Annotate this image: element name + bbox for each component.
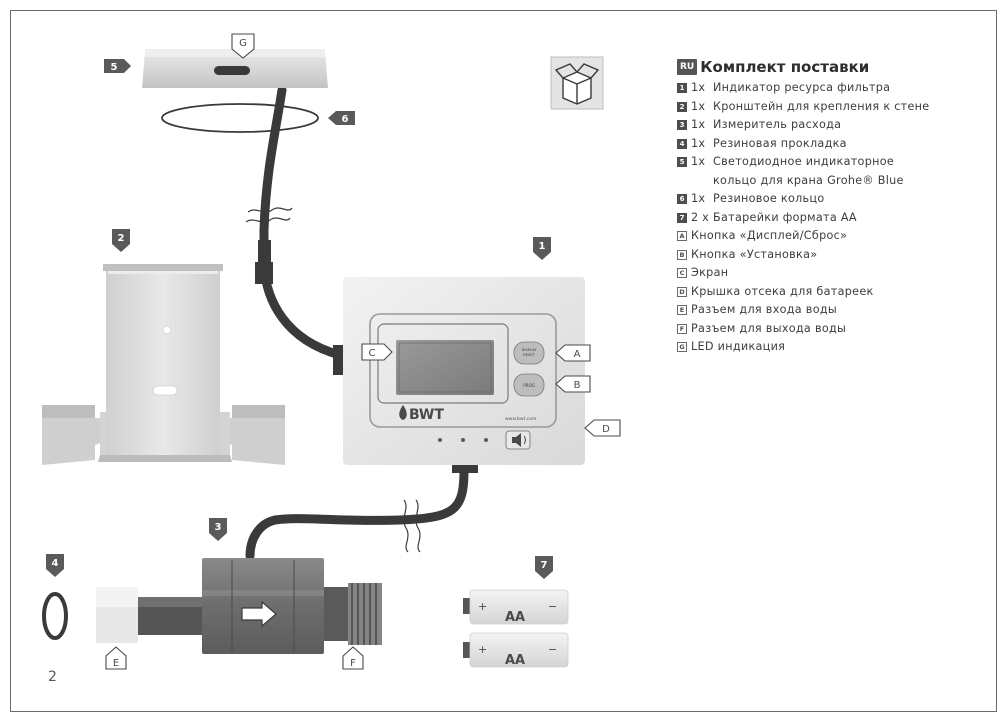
svg-text:3: 3 — [215, 522, 222, 533]
svg-text:AA: AA — [505, 610, 525, 625]
led-ring-part — [142, 49, 328, 88]
svg-text:B: B — [574, 380, 581, 391]
cable-lower — [245, 463, 478, 561]
svg-text:E: E — [113, 658, 119, 669]
legend-item-b: B Кнопка «Установка» — [677, 246, 977, 265]
svg-text:+: + — [478, 600, 487, 613]
page-frame — [10, 10, 997, 712]
package-box-icon — [550, 56, 604, 110]
prog-button — [513, 373, 545, 397]
legend-item-e: E Разъем для входа воды — [677, 301, 977, 320]
bwt-logo: BWT — [399, 405, 444, 423]
svg-text:BWT: BWT — [409, 407, 444, 423]
callout-b: B — [555, 375, 591, 393]
svg-text:7: 7 — [541, 560, 548, 571]
flow-arrow-icon — [241, 600, 277, 628]
legend-header: RU Комплект поставки — [677, 55, 977, 79]
svg-text:5: 5 — [111, 62, 118, 73]
threaded-outlet — [348, 583, 382, 645]
svg-text:RESET: RESET — [523, 353, 535, 357]
callout-2: 2 — [112, 229, 130, 252]
legend-item-2: 2 1x Кронштейн для крепления к стене — [677, 98, 977, 117]
svg-text:−: − — [548, 600, 557, 613]
svg-text:AA: AA — [505, 653, 525, 668]
svg-text:G: G — [239, 38, 247, 49]
callout-6: 6 — [328, 111, 355, 125]
svg-text:2: 2 — [118, 233, 125, 244]
callout-f: F — [342, 646, 364, 670]
rubber-ring-part — [161, 103, 319, 133]
svg-text:1: 1 — [539, 241, 546, 252]
legend-item-4: 4 1x Резиновая прокладка — [677, 135, 977, 154]
rubber-gasket-part — [42, 592, 68, 640]
legend-item-1: 1 1x Индикатор ресурса фильтра — [677, 79, 977, 98]
language-badge: RU — [677, 59, 698, 75]
legend-item-3: 3 1x Измеритель расхода — [677, 116, 977, 135]
legend-item-a: A Кнопка «Дисплей/Сброс» — [677, 227, 977, 246]
svg-text:−: − — [548, 643, 557, 656]
filter-indicator-device: DISPLAY RESET PROG BWT www.bwt.com — [343, 277, 585, 465]
svg-text:C: C — [369, 348, 376, 359]
callout-c: C — [361, 343, 393, 361]
delivery-contents-legend: RU Комплект поставки 1 1x Индикатор ресу… — [677, 55, 977, 357]
callout-a: A — [555, 344, 591, 362]
page-number: 2 — [48, 669, 57, 685]
legend-item-5: 5 1x Светодиодное индикаторное — [677, 153, 977, 172]
callout-g: G — [231, 33, 255, 59]
legend-item-5-continued: кольцо для крана Grohe® Blue — [713, 173, 904, 187]
display-reset-button — [513, 341, 545, 365]
flow-meter-part — [96, 558, 382, 654]
callout-1: 1 — [533, 237, 551, 260]
legend-item-6: 6 1x Резиновое кольцо — [677, 190, 977, 209]
callout-5: 5 — [104, 59, 131, 73]
legend-item-g: G LED индикация — [677, 338, 977, 357]
svg-text:PROG: PROG — [523, 383, 534, 388]
callout-e: E — [105, 646, 127, 670]
speaker-icon — [512, 433, 521, 447]
cable-upper — [245, 85, 347, 375]
svg-text:4: 4 — [52, 558, 59, 569]
svg-text:6: 6 — [342, 114, 349, 125]
callout-d: D — [584, 419, 621, 437]
svg-text:A: A — [574, 349, 581, 360]
legend-item-d: D Крышка отсека для батареек — [677, 283, 977, 302]
legend-title: Комплект поставки — [700, 58, 870, 76]
callout-4: 4 — [46, 554, 64, 577]
svg-text:D: D — [602, 424, 610, 435]
callout-3: 3 — [209, 518, 227, 541]
legend-item-7: 7 2 x Батарейки формата АА — [677, 209, 977, 228]
svg-text:DISPLAY: DISPLAY — [522, 348, 538, 352]
legend-item-c: C Экран — [677, 264, 977, 283]
svg-text:+: + — [478, 643, 487, 656]
wall-bracket-part — [42, 264, 285, 465]
svg-text:www.bwt.com: www.bwt.com — [505, 416, 536, 422]
legend-item-f: F Разъем для выхода воды — [677, 320, 977, 339]
callout-7: 7 — [535, 556, 553, 579]
batteries-part: + AA − + AA − — [463, 589, 569, 668]
svg-text:F: F — [350, 658, 356, 669]
